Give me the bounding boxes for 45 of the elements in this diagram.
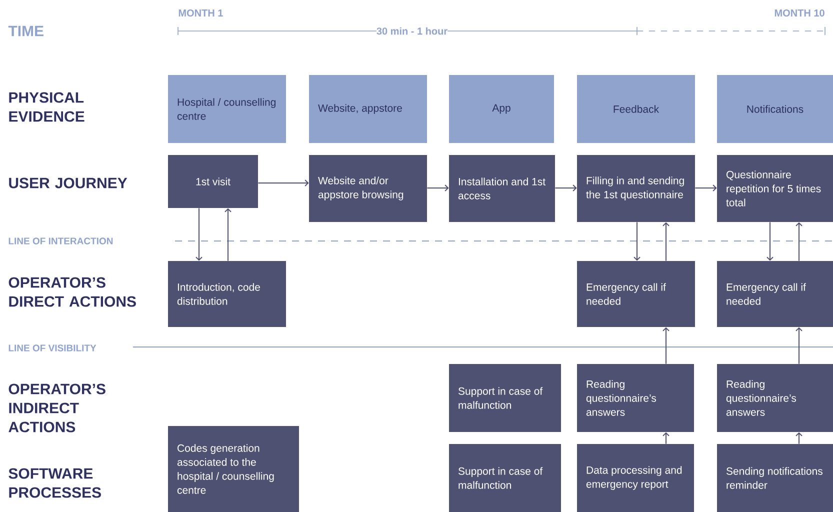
arrow (796, 222, 802, 262)
arrow (196, 208, 202, 261)
arrow (224, 208, 232, 262)
evidence-box: Feedback (577, 75, 695, 143)
evidence-box: Notifications (717, 75, 833, 143)
process-box: Emergency call if needed (577, 261, 695, 327)
arrow (662, 432, 670, 444)
evidence-box: Hospital / counselling centre (168, 75, 286, 143)
process-box: Questionnaire repetition for 5 times total (717, 155, 833, 222)
line-label: LINE OF VISIBILITY (8, 341, 96, 355)
row-heading: OPERATOR’S INDIRECT ACTIONS (8, 384, 106, 432)
row-heading: TIME (8, 26, 44, 36)
arrow (662, 222, 670, 262)
arrow (634, 222, 640, 261)
process-box: 1st visit (168, 155, 258, 208)
process-box: Codes generation associated to the hospital / counselling centre (168, 426, 299, 512)
process-box: Filling in and sending the 1st questionnaire (577, 155, 695, 222)
process-box: Emergency call if needed (717, 261, 833, 327)
process-box: Reading questionnaire’s answers (577, 364, 694, 432)
process-box: Website and/or appstore browsing (309, 155, 427, 222)
arrow (662, 327, 670, 364)
time-label: 30 min - 1 hour (376, 24, 448, 38)
process-box: Support in case of malfunction (449, 364, 561, 432)
line-label: LINE OF INTERACTION (8, 234, 114, 248)
process-box: Sending notifications reminder (717, 444, 833, 512)
arrow (426, 184, 449, 192)
process-box: Support in case of malfunction (449, 444, 561, 512)
arrow (554, 184, 577, 192)
arrow (766, 222, 774, 261)
row-heading: OPERATOR’S DIRECT ACTIONS (8, 277, 136, 307)
evidence-box: Website, appstore (309, 75, 427, 143)
process-box: Data processing and emergency report (577, 444, 694, 512)
time-label: MONTH 10 (774, 9, 824, 17)
process-box: Reading questionnaire’s answers (717, 364, 833, 432)
evidence-box: App (449, 75, 554, 143)
arrow (796, 432, 802, 444)
arrow (796, 327, 802, 364)
row-heading: USER JOURNEY (9, 178, 128, 188)
arrow (694, 184, 717, 192)
arrow (258, 180, 309, 186)
row-heading: PHYSICAL EVIDENCE (9, 92, 84, 122)
process-box: Introduction, code distribution (168, 261, 286, 327)
process-box: Installation and 1st access (449, 155, 555, 222)
time-label: MONTH 1 (178, 9, 223, 17)
row-heading: SOFTWARE PROCESSES (8, 468, 101, 498)
